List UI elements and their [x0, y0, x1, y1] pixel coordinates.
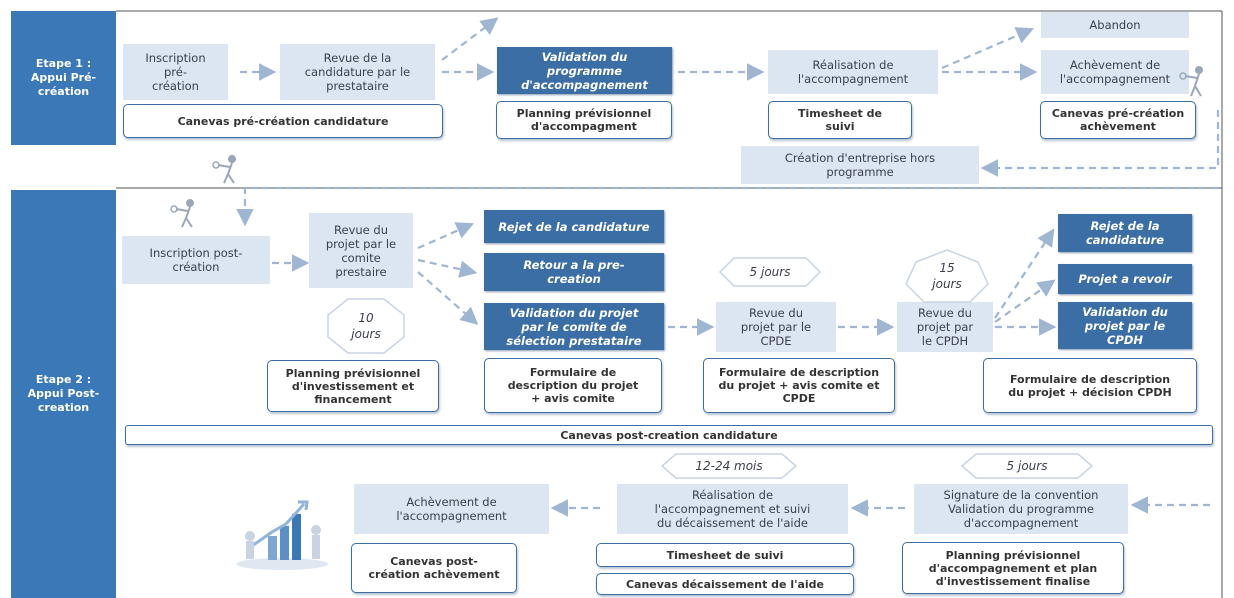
duration-5-jours-signature-text: 5 jours [1006, 459, 1048, 473]
step-revue-cpdh: Revue du projet par le CPDH [897, 302, 993, 352]
stage-1-label: Etape 1 : Appui Pré- création [11, 11, 116, 145]
arrow-to-rejet2 [994, 228, 1055, 319]
doc-canevas-pre-creation-achevement: Canevas pré-création achèvement [1040, 101, 1196, 139]
step-revue-cpde: Revue du projet par le CPDE [716, 302, 836, 352]
doc-canevas-post-creation-candidature: Canevas post-creation candidature [125, 425, 1213, 445]
step-achevement-accompagnement: Achèvement de l'accompagnement [1041, 50, 1189, 94]
step-signature-convention: Signature de la convention Validation du… [914, 484, 1128, 534]
step-achevement-accompagnement-post: Achèvement de l'accompagnement [354, 484, 549, 534]
arrow-revue-up [441, 17, 499, 61]
doc-canevas-post-creation-achevement: Canevas post- création achèvement [351, 543, 517, 593]
stage-2-label: Etape 2 : Appui Post- creation [11, 190, 116, 598]
doc-planning-investissement: Planning prévisionnel d'investissement e… [267, 360, 439, 412]
step-revue-comite-prestaire: Revue du projet par le comite prestaire [309, 213, 413, 288]
arrow-to-retour [417, 258, 478, 278]
duration-5-jours-text: 5 jours [749, 265, 791, 279]
step-projet-a-revoir: Projet a revoir [1058, 264, 1192, 294]
doc-formulaire-avis-comite: Formulaire de description du projet + av… [484, 358, 662, 413]
doc-formulaire-cpdh: Formulaire de description du projet + dé… [983, 358, 1197, 413]
arrow-realisation-abandon [941, 27, 1035, 70]
doc-canevas-pre-creation-candidature: Canevas pré-création candidature [123, 104, 443, 138]
arrow-to-inscription-post [236, 186, 1218, 227]
step-rejet-candidature-1: Rejet de la candidature [484, 210, 664, 243]
growth-chart-illustration-icon [236, 500, 328, 570]
duration-15-jours-text: 15 jours [932, 261, 962, 291]
duration-badge-12-24-mois: 12-24 mois [660, 452, 798, 480]
arrow-to-projet-revoir [994, 279, 1056, 323]
duration-10-jours-text: 10 jours [351, 311, 381, 341]
step-rejet-candidature-2: Rejet de la candidature [1058, 214, 1192, 252]
doc-timesheet-suivi-post: Timesheet de suivi [596, 543, 854, 567]
duration-badge-5-jours-signature: 5 jours [960, 452, 1094, 480]
duration-badge-15-jours: 15 jours [904, 248, 990, 304]
doc-formulaire-cpde: Formulaire de description du projet + av… [703, 358, 895, 413]
step-validation-cpdh: Validation du projet par le CPDH [1058, 302, 1192, 349]
step-revue-candidature: Revue de la candidature par le prestatai… [280, 44, 435, 100]
step-validation-comite: Validation du projet par le comite de sé… [484, 303, 664, 350]
step-inscription-pre-creation: Inscription pré- création [123, 44, 228, 100]
duration-12-24-mois-text: 12-24 mois [695, 459, 763, 473]
doc-planning-final: Planning prévisionnel d'accompagnement e… [902, 542, 1124, 594]
step-inscription-post-creation: Inscription post- création [122, 236, 270, 284]
step-retour-pre-creation: Retour a la pre- creation [484, 253, 664, 291]
doc-canevas-decaissement: Canevas décaissement de l'aide [596, 573, 854, 595]
step-realisation-suivi-decaissement: Réalisation de l'accompagnement et suivi… [617, 484, 848, 534]
step-creation-hors-programme: Création d'entreprise hors programme [741, 146, 979, 184]
doc-planning-accompagnement: Planning prévisionnel d'accompagment [496, 101, 672, 139]
arrow-to-rejet1 [417, 222, 475, 250]
person-flag-icon [1179, 66, 1203, 97]
step-realisation-accompagnement: Réalisation de l'accompagnement [768, 50, 938, 94]
step-abandon: Abandon [1041, 12, 1189, 38]
duration-badge-5-jours-cpde: 5 jours [718, 256, 822, 288]
person-flag-icon [212, 155, 236, 184]
doc-timesheet-suivi: Timesheet de suivi [768, 101, 912, 139]
arrow-to-validation-comite [417, 271, 479, 325]
step-validation-programme: Validation du programme d'accompagnement [497, 47, 672, 94]
duration-badge-10-jours: 10 jours [326, 297, 406, 355]
person-flag-icon [170, 199, 194, 228]
